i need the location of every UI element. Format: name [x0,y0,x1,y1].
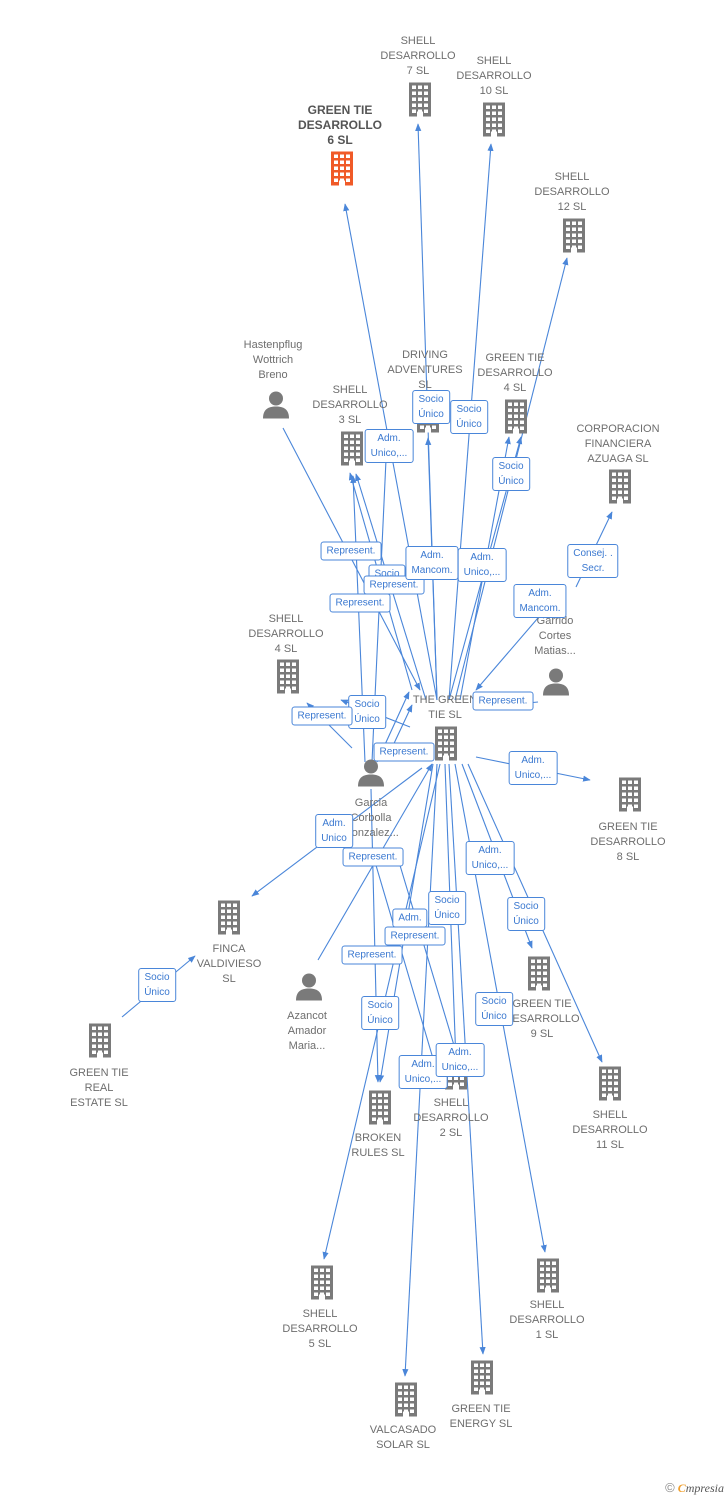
relation-label[interactable]: Adm. Unico [315,814,353,848]
relation-label[interactable]: Represent. [373,742,435,762]
building-icon[interactable] [340,431,364,471]
building-icon[interactable] [408,82,432,122]
relation-label[interactable]: Represent. [363,575,425,595]
person-icon[interactable] [295,973,323,1006]
company-node-label[interactable]: BROKEN RULES SL [351,1132,405,1159]
relation-label[interactable]: Represent. [291,706,353,726]
person-node-label[interactable]: Azancot Amador Maria... [287,1010,327,1052]
relation-label[interactable]: Socio Único [507,897,545,931]
person-node-label[interactable]: Garrido Cortes Matias... [534,615,576,657]
company-node-label[interactable]: GREEN TIE DESARROLLO 4 SL [477,352,553,394]
company-node-label[interactable]: FINCA VALDIVIESO SL [196,943,262,985]
relation-label[interactable]: Socio Único [492,457,530,491]
company-node-label[interactable]: VALCASADO SOLAR SL [369,1424,437,1451]
copyright-symbol: © [665,1480,675,1495]
relationship-edge [374,861,438,1073]
company-node-label[interactable]: DRIVING ADVENTURES SL [387,349,463,391]
company-node-label[interactable]: SHELL DESARROLLO 1 SL [509,1299,585,1341]
relationship-edge [398,861,463,1073]
company-node-label[interactable]: GREEN TIE DESARROLLO 6 SL [298,103,382,147]
relation-label[interactable]: Socio Único [138,968,176,1002]
building-icon[interactable] [536,1258,560,1298]
relation-label[interactable]: Represent. [341,945,403,965]
relation-label[interactable]: Adm. [392,908,428,928]
building-icon[interactable] [368,1090,392,1130]
person-icon[interactable] [262,391,290,424]
building-icon[interactable] [470,1360,494,1400]
relationship-edge [475,603,551,691]
building-icon[interactable] [608,469,632,509]
building-icon[interactable] [618,777,642,817]
company-node-label[interactable]: SHELL DESARROLLO 12 SL [534,171,610,213]
empresia-watermark: © Cmpresia [665,1480,724,1496]
company-node-label[interactable]: GREEN TIE DESARROLLO 8 SL [590,821,666,863]
person-node-label[interactable]: Hastenpflug Wottrich Breno [243,339,303,381]
relation-label[interactable]: Adm. Unico,... [457,548,507,582]
building-icon[interactable] [330,151,354,191]
building-icon[interactable] [562,218,586,258]
company-node-label[interactable]: GREEN TIE ENERGY SL [449,1403,513,1430]
building-icon[interactable] [527,956,551,996]
building-icon[interactable] [394,1382,418,1422]
relation-label[interactable]: Represent. [472,691,534,711]
company-node-label[interactable]: GREEN TIE REAL ESTATE SL [69,1067,129,1109]
building-icon[interactable] [434,726,458,766]
company-node-label[interactable]: SHELL DESARROLLO 11 SL [572,1109,648,1151]
company-node-label[interactable]: GREEN TIE DESARROLLO 9 SL [504,998,580,1040]
relation-label[interactable]: Consej. . Secr. [567,544,619,578]
relation-label[interactable]: Adm. Unico,... [508,751,558,785]
relation-label[interactable]: Socio Único [450,400,488,434]
building-icon[interactable] [504,399,528,439]
company-node-label[interactable]: SHELL DESARROLLO 4 SL [248,613,324,655]
company-node-label[interactable]: SHELL DESARROLLO 2 SL [413,1097,489,1139]
relation-label[interactable]: Socio Único [361,996,399,1030]
company-node-label[interactable]: SHELL DESARROLLO 3 SL [312,384,388,426]
company-node-label[interactable]: CORPORACION FINANCIERA AZUAGA SL [576,423,660,465]
company-node-label[interactable]: SHELL DESARROLLO 5 SL [282,1308,358,1350]
relation-label[interactable]: Adm. Unico,... [465,841,515,875]
relationship-edge [370,788,381,1083]
brand-name: Cmpresia [677,1481,724,1495]
person-node-label[interactable]: Garcia Corbolla Gonzalez... [343,797,399,839]
building-icon[interactable] [88,1023,112,1063]
relation-label[interactable]: Represent. [329,593,391,613]
person-icon[interactable] [357,759,385,792]
relation-label[interactable]: Socio Único [412,390,450,424]
relation-label[interactable]: Adm. Unico,... [435,1043,485,1077]
relation-label[interactable]: Socio Único [348,695,386,729]
relation-label[interactable]: Represent. [342,847,404,867]
building-icon[interactable] [310,1265,334,1305]
relation-label[interactable]: Adm. Mancom. [513,584,567,618]
relation-label[interactable]: Adm. Mancom. [405,546,459,580]
building-icon[interactable] [482,102,506,142]
building-icon[interactable] [217,900,241,940]
relation-label[interactable]: Socio Único [428,891,466,925]
building-icon[interactable] [276,659,300,699]
relation-label[interactable]: Represent. [384,926,446,946]
building-icon[interactable] [598,1066,622,1106]
relation-label[interactable]: Adm. Unico,... [364,429,414,463]
relation-label[interactable]: Represent. [320,541,382,561]
relation-label[interactable]: Socio Único [475,992,513,1026]
company-node-label[interactable]: SHELL DESARROLLO 10 SL [456,55,532,97]
person-icon[interactable] [542,668,570,701]
company-node-label[interactable]: THE GREEN TIE SL [412,694,478,721]
company-node-label[interactable]: SHELL DESARROLLO 7 SL [380,35,456,77]
